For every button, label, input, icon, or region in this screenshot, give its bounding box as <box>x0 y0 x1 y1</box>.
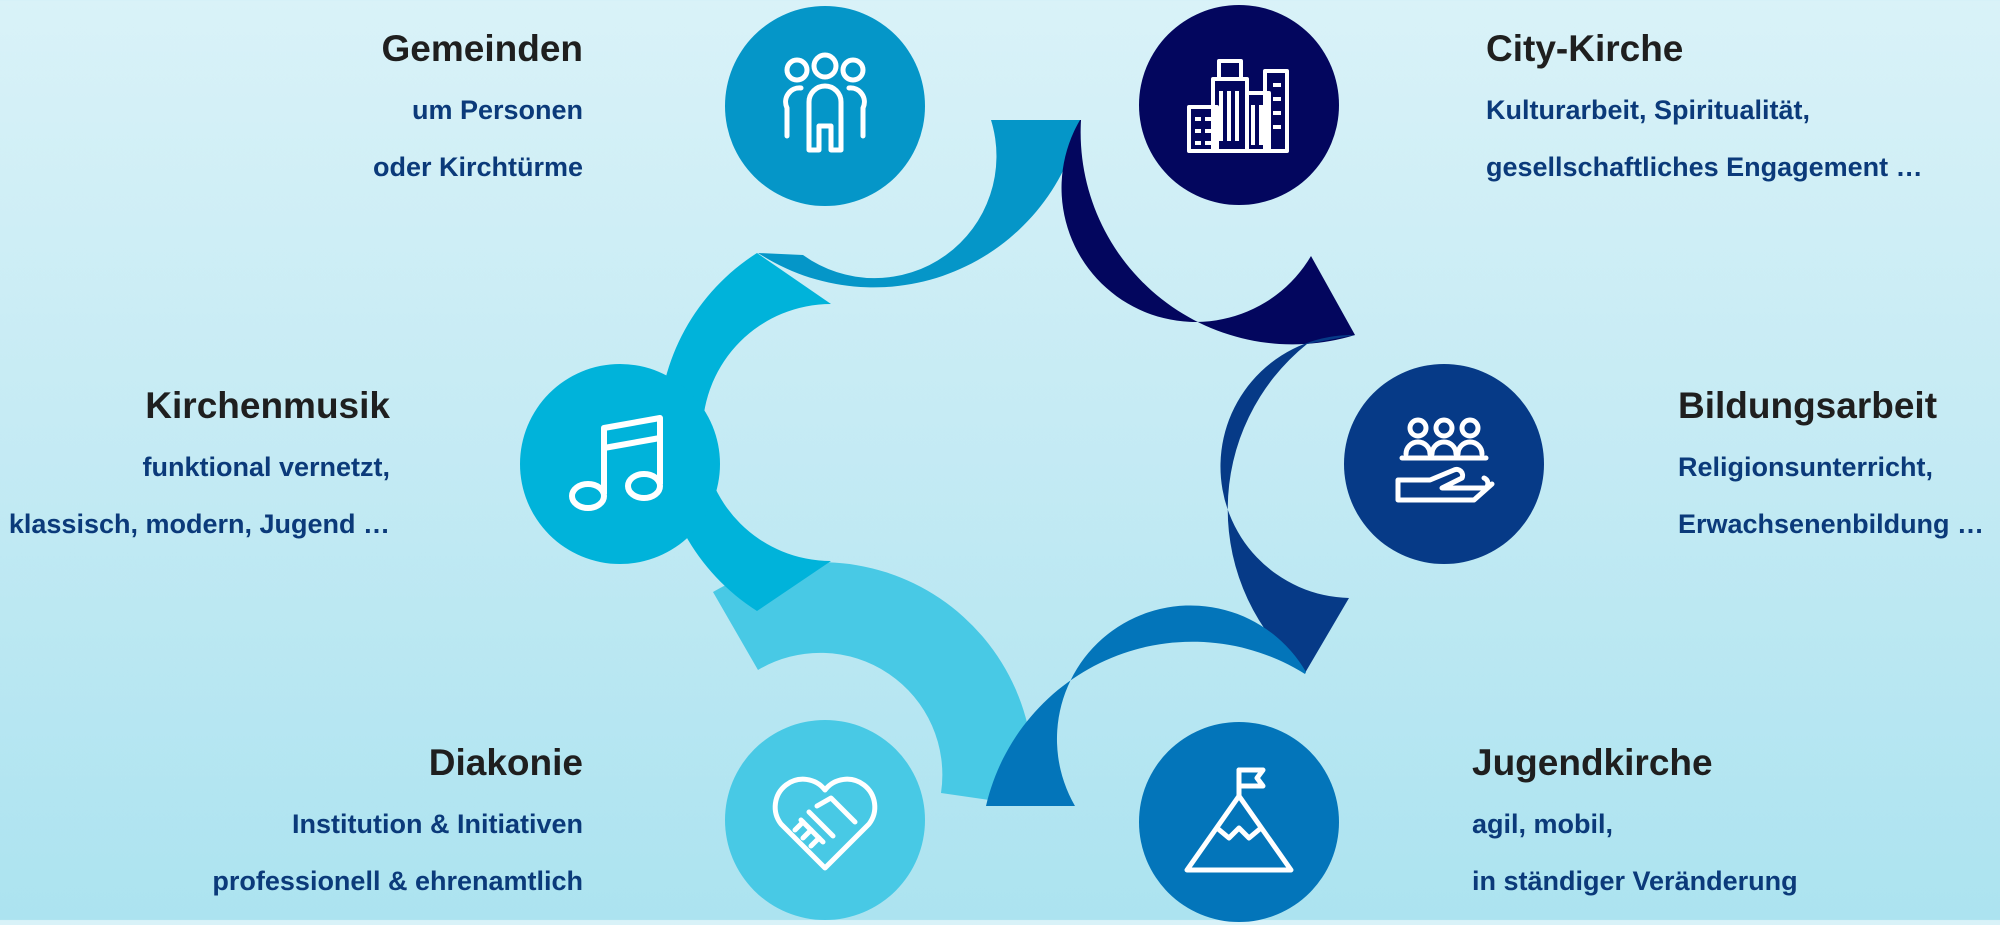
gemeinden-line-2: oder Kirchtürme <box>372 152 583 182</box>
diakonie-label: Diakonie Institution & Initiativen profe… <box>212 744 583 925</box>
arc-bildungsarbeit <box>1220 334 1355 673</box>
bildungsarbeit-title: Bildungsarbeit <box>1678 385 1938 426</box>
diakonie-line-1: Institution & Initiativen <box>292 809 583 839</box>
city-kirche-circle <box>1139 5 1339 205</box>
jugendkirche-line-1: agil, mobil, <box>1472 809 1614 839</box>
city-kirche-line-2: gesellschaftliches Engagement … <box>1486 152 1923 182</box>
arc-diakonie <box>713 562 1034 806</box>
city-kirche-label: City-Kirche Kulturarbeit, Spiritualität,… <box>1486 30 1923 211</box>
bildungsarbeit-label: Bildungsarbeit Religionsunterricht, Erwa… <box>1678 387 1984 568</box>
city-buildings-icon <box>1187 59 1289 153</box>
arc-jugendkirche <box>986 605 1306 806</box>
jugendkirche-title: Jugendkirche <box>1472 742 1713 783</box>
people-group-icon <box>783 52 867 153</box>
diakonie-circle <box>725 720 925 920</box>
bildungsarbeit-line-1: Religionsunterricht, <box>1678 452 1934 482</box>
diakonie-line-2: professionell & ehrenamtlich <box>212 866 583 896</box>
kirchenmusik-line-1: funktional vernetzt, <box>142 452 390 482</box>
kirchenmusik-label: Kirchenmusik funktional vernetzt, klassi… <box>9 387 390 568</box>
city-kirche-line-1: Kulturarbeit, Spiritualität, <box>1486 95 1811 125</box>
kirchenmusik-circle <box>520 364 720 564</box>
gemeinden-circle <box>725 6 925 206</box>
arc-city-kirche <box>1061 120 1355 345</box>
gemeinden-title: Gemeinden <box>381 28 584 69</box>
handshake-heart-icon <box>772 776 878 871</box>
mountain-flag-icon <box>1184 767 1294 873</box>
bildungsarbeit-line-2: Erwachsenenbildung … <box>1678 509 1985 539</box>
jugendkirche-label: Jugendkirche agil, mobil, in ständiger V… <box>1472 744 1798 925</box>
education-hand-icon <box>1395 417 1495 503</box>
bildungsarbeit-circle <box>1344 364 1544 564</box>
jugendkirche-circle <box>1139 722 1339 922</box>
gemeinden-label: Gemeinden um Personen oder Kirchtürme <box>373 30 583 211</box>
diakonie-title: Diakonie <box>428 742 583 783</box>
jugendkirche-line-2: in ständiger Veränderung <box>1472 866 1798 896</box>
city-kirche-title: City-Kirche <box>1486 28 1684 69</box>
arc-gemeinden <box>758 120 1081 288</box>
music-note-icon <box>569 415 663 511</box>
gemeinden-line-1: um Personen <box>411 95 583 125</box>
kirchenmusik-title: Kirchenmusik <box>145 385 390 426</box>
kirchenmusik-line-2: klassisch, modern, Jugend … <box>8 509 390 539</box>
